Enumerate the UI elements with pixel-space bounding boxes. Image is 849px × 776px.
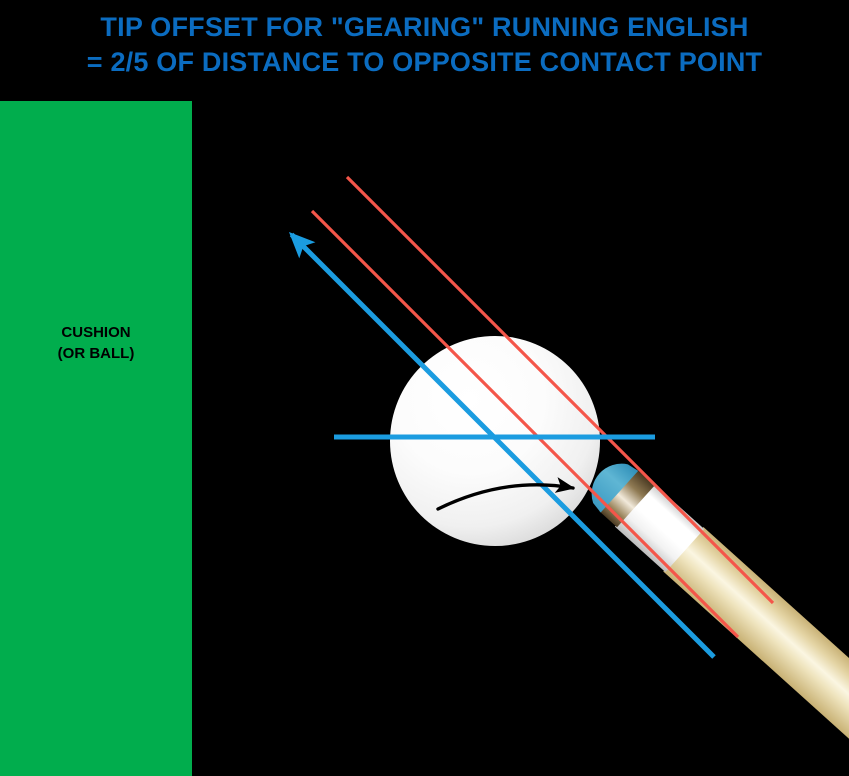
cue-ferrule	[614, 483, 705, 573]
title-line-1: TIP OFFSET FOR "GEARING" RUNNING ENGLISH	[100, 12, 749, 42]
cushion-label-line1: CUSHION	[61, 324, 131, 341]
spin-direction-arrow	[436, 477, 575, 511]
cushion-label-line2: (OR BALL)	[57, 345, 135, 362]
cue-shaft	[663, 526, 849, 773]
title-line-2: = 2/5 OF DISTANCE TO OPPOSITE CONTACT PO…	[86, 47, 763, 77]
aim-line	[288, 231, 716, 659]
cushion-label: CUSHION (OR BALL)	[0, 322, 192, 364]
contact-line-1	[310, 209, 740, 639]
diagram-title: TIP OFFSET FOR "GEARING" RUNNING ENGLISH…	[0, 0, 849, 101]
cushion-panel	[0, 101, 192, 776]
contact-line-2	[345, 175, 775, 605]
